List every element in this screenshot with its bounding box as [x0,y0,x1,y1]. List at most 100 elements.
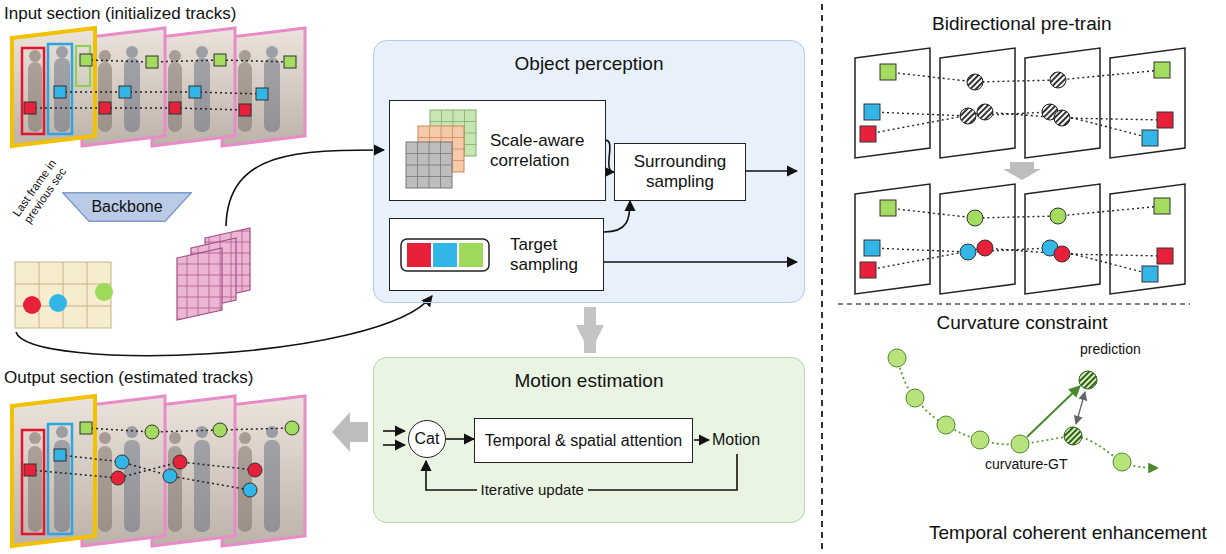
input-frames [99,50,111,62]
section-title: Curvature constraint [937,312,1108,335]
pretrain-tracks [977,104,993,120]
flow-arrow [1003,162,1041,180]
output-tracks [243,483,257,497]
callout-label: prediction [1080,341,1141,358]
pretrain-tracks [880,200,896,216]
query-grid [15,262,113,328]
input-frames [196,46,208,58]
edge-label: Iterative update [477,481,588,499]
output-frames [12,396,305,546]
data-flow-line [16,150,797,490]
input-tracks [54,86,66,98]
input-frames [168,62,182,132]
output-frames [48,424,72,534]
output-frames [56,426,68,438]
node-text: Surrounding sampling [615,152,745,193]
output-tracks [24,464,36,476]
process-box: Scale-aware correlation [389,100,606,201]
connector-arrow [446,438,474,440]
input-frames [48,44,72,134]
pretrain-tracks [977,240,993,256]
data-flow-line [383,430,405,432]
output-frames [126,426,138,438]
pretrain-tracks [868,112,1165,134]
correlation-volume [406,165,452,166]
input-tracks [30,108,245,110]
input-tracks [146,56,158,68]
pretrain-tracks [960,108,976,124]
input-frames [169,50,181,62]
input-frames [12,28,95,146]
curvature-sketch [888,349,1158,471]
data-flow-line [602,261,797,263]
input-tracks [284,56,296,68]
pretrain-tracks [960,244,976,260]
input-frames [126,46,138,58]
output-tracks [54,449,66,461]
input-tracks [169,102,181,114]
curvature-sketch [971,431,989,449]
query-bar [433,243,457,267]
correlation-volume [440,142,441,188]
callout-label: curvature-GT [985,456,1067,473]
input-tracks [80,54,92,66]
divider [821,4,823,550]
connector-arrow [604,201,630,232]
input-frames [98,62,112,132]
pretrain-tracks [860,62,1173,282]
curvature-sketch [888,349,906,367]
correlation-volume [406,142,452,188]
query-bar [459,243,483,267]
output-frames [239,432,251,444]
pretrain-tracks [1142,266,1158,282]
module-panel: Object perceptionScale-aware correlation… [373,40,805,303]
curvature-sketch [1064,427,1082,445]
curvature-sketch [1079,371,1097,389]
output-frames [194,440,210,532]
input-frames [238,62,252,132]
input-frames [29,50,41,62]
query-grid [49,294,67,312]
pretrain-tracks [860,262,876,278]
pretrain-tracks [967,74,983,90]
output-tracks [213,423,227,437]
output-tracks [285,421,299,435]
panel-title: Object perception [374,53,804,76]
pretrain-tracks [1154,62,1170,78]
curvature-sketch [1113,453,1131,471]
pretrain-tracks [1157,248,1173,264]
output-tracks [111,471,125,485]
curvature-sketch [1076,392,1085,424]
section-title: Temporal coherent enhancement [929,522,1207,545]
output-tracks [115,455,129,469]
input-tracks [119,86,131,98]
pretrain-frames [1110,184,1185,294]
pretrain-tracks [888,206,1162,218]
pretrain-tracks [868,248,1165,270]
panel-fill [373,40,805,303]
query-bar [401,239,489,271]
data-flow-line [694,439,709,441]
output-frames [124,440,140,532]
input-tracks [189,86,201,98]
process-box: Surrounding sampling [614,143,746,201]
output-frames [196,426,208,438]
pretrain-tracks [880,64,896,80]
pretrain-frames [940,184,1015,294]
node-text: Temporal & spatial attention [485,431,682,450]
query-grid [23,296,41,314]
input-tracks [214,54,226,66]
input-tracks [24,102,36,114]
output-tracks [86,428,292,432]
panel-fill [373,40,805,523]
data-flow-line [737,170,797,172]
node-text: Backbone [91,197,162,216]
input-tracks [86,60,290,62]
panel-title: Motion estimation [374,370,804,393]
data-flow-line [226,150,384,226]
output-frames [54,440,70,532]
output-tracks [30,462,255,478]
pretrain-frames [940,48,1015,158]
pretrain-tracks [864,104,880,120]
